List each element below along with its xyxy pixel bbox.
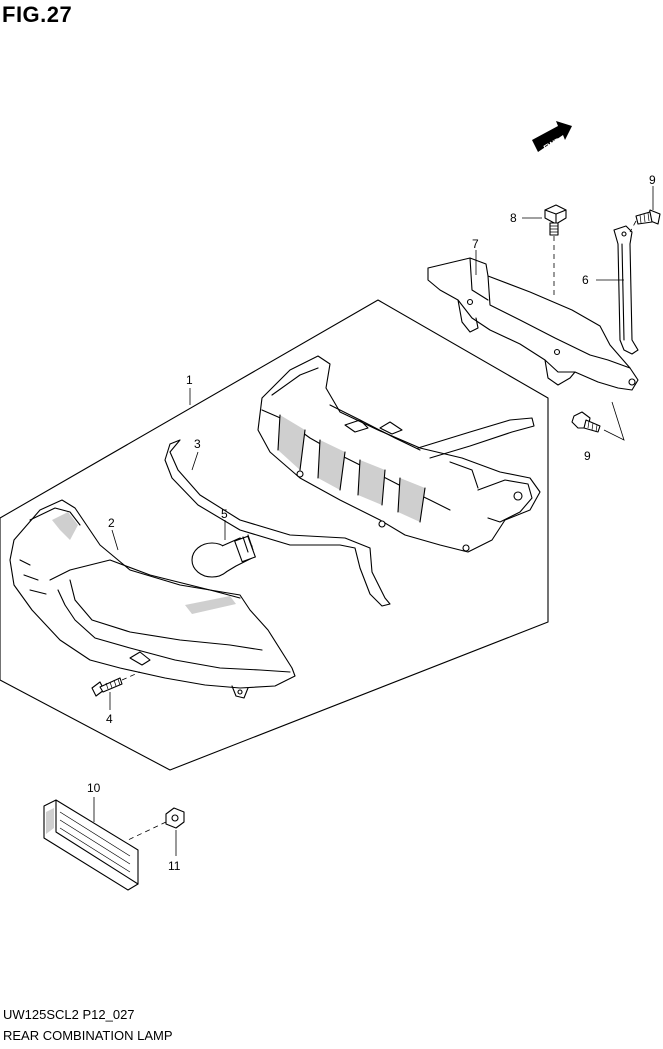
bolt-8 [544, 204, 567, 298]
callout-8: 8 [510, 211, 517, 225]
lamp-housing [257, 355, 541, 553]
strap [613, 225, 639, 355]
callout-10: 10 [87, 781, 101, 795]
screw-9-bottom [571, 401, 625, 441]
leader-2 [111, 529, 119, 551]
assembly-name: REAR COMBINATION LAMP [3, 1028, 173, 1043]
callout-9-top: 9 [649, 173, 656, 187]
screw-4 [91, 671, 141, 697]
nut-11 [127, 807, 185, 841]
callout-9-bottom: 9 [584, 449, 591, 463]
model-code: UW125SCL2 P12_027 [3, 1007, 135, 1022]
lens [9, 499, 296, 699]
bracket [427, 257, 639, 391]
callout-11: 11 [168, 859, 181, 873]
reflector [43, 799, 139, 891]
fwd-arrow-icon: FWD [532, 121, 572, 153]
leader-3 [191, 451, 199, 471]
callout-3: 3 [194, 437, 201, 451]
screw-9-top [629, 209, 661, 233]
callout-1: 1 [186, 373, 193, 387]
callout-7: 7 [472, 237, 479, 251]
figure-title: FIG.27 [2, 2, 73, 27]
callout-4: 4 [106, 712, 113, 726]
callout-5: 5 [221, 507, 228, 521]
callout-6: 6 [582, 273, 589, 287]
gasket [164, 439, 391, 607]
bulb [191, 534, 256, 578]
assembly-boundary [0, 299, 549, 771]
callout-2: 2 [108, 516, 115, 530]
